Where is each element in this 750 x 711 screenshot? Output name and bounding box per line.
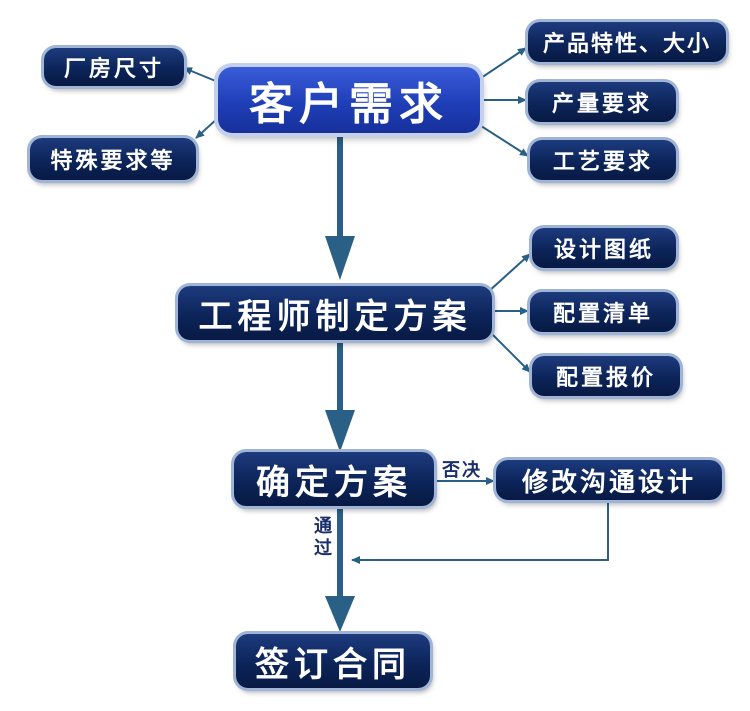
edge-label-passed: 通过	[314, 516, 332, 559]
edge-label-rejected: 否决	[442, 460, 482, 481]
node-design-drawings: 设计图纸	[532, 228, 676, 268]
node-confirm-plan: 确定方案	[234, 452, 434, 506]
node-config-quote: 配置报价	[532, 356, 680, 396]
node-sign-contract: 签订合同	[236, 634, 430, 688]
arrow-to-process-requirements	[477, 123, 529, 157]
node-process-requirements: 工艺要求	[530, 140, 676, 180]
node-factory-size: 厂房尺寸	[44, 48, 184, 86]
arrow-to-product-features	[477, 47, 527, 81]
arrow-to-design-drawings	[487, 253, 531, 293]
main-arrow-3-head	[325, 596, 355, 632]
node-customer-needs: 客户需求	[218, 67, 480, 133]
main-arrow-2-head	[325, 410, 355, 452]
node-engineer-plan: 工程师制定方案	[178, 286, 492, 340]
arrow-to-factory-size	[183, 67, 219, 83]
node-config-list: 配置清单	[530, 292, 676, 332]
node-output-requirements: 产量要求	[528, 82, 676, 122]
node-special-requirements: 特殊要求等	[30, 138, 196, 180]
main-arrow-1-head	[325, 236, 355, 280]
node-revise-design: 修改沟通设计	[496, 460, 722, 500]
arrow-to-config-quote	[487, 329, 531, 373]
node-product-features: 产品特性、大小	[528, 22, 726, 62]
arrow-to-special-requirements	[195, 117, 219, 139]
arrow-revise-loop	[351, 498, 609, 564]
